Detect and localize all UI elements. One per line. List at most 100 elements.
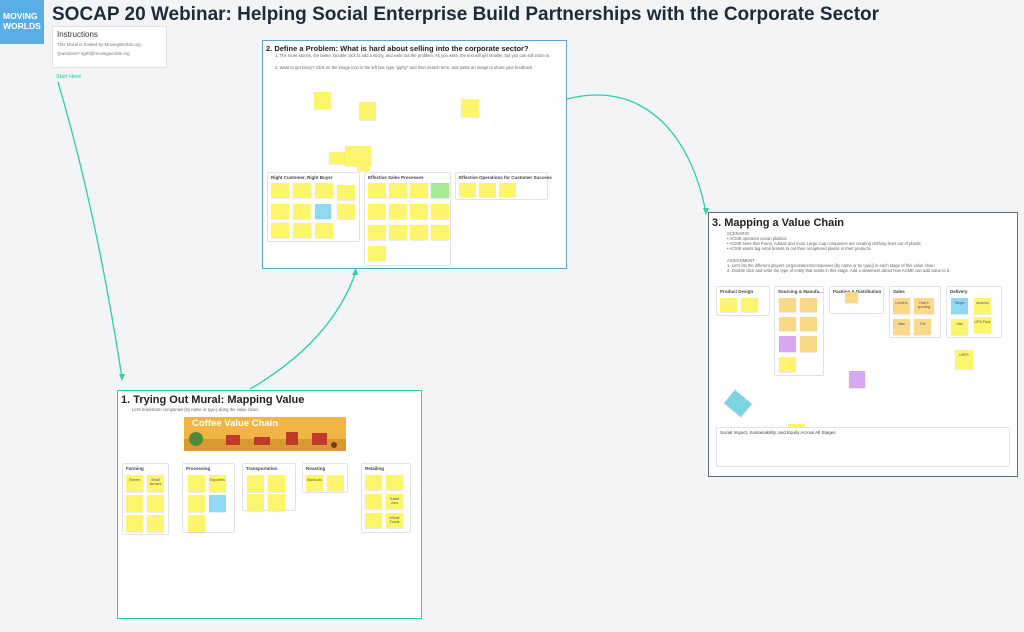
sticky-note[interactable] <box>800 317 817 331</box>
sticky-note[interactable] <box>293 223 311 238</box>
sticky-note[interactable] <box>410 183 428 198</box>
sticky-note[interactable] <box>800 298 817 312</box>
group-right-customer[interactable]: Right Customer, Right Buyer <box>267 172 360 242</box>
sticky-exporters[interactable]: Exporters <box>209 475 226 492</box>
sticky-note[interactable] <box>357 161 369 171</box>
sticky-note[interactable] <box>386 475 403 490</box>
sticky-note[interactable] <box>337 204 355 219</box>
sticky-note[interactable] <box>271 223 289 238</box>
sticky-note[interactable] <box>188 515 205 532</box>
sticky-note[interactable] <box>271 183 289 198</box>
sticky-note[interactable] <box>365 494 382 509</box>
sticky-note[interactable] <box>188 475 205 492</box>
sticky-note[interactable] <box>368 246 386 261</box>
sticky-note[interactable] <box>268 475 285 492</box>
sticky-note[interactable] <box>461 99 479 117</box>
sticky-the[interactable]: The <box>914 319 931 335</box>
sticky-note[interactable] <box>724 389 752 418</box>
sticky-note[interactable] <box>314 92 331 109</box>
group-farming[interactable]: Farming Farmer Small farmers <box>122 463 169 535</box>
sticky-farmer[interactable]: Farmer <box>126 475 143 492</box>
sticky-note[interactable] <box>720 298 737 312</box>
group-product-design[interactable]: Product Design <box>716 286 770 316</box>
sticky-note[interactable] <box>209 495 226 512</box>
sticky-note[interactable] <box>431 204 449 219</box>
sticky-note[interactable] <box>431 225 449 240</box>
group-sourcing-manufacturing[interactable]: Sourcing & Manufa... <box>774 286 824 376</box>
start-here-label[interactable]: Start Here <box>56 74 82 80</box>
coffee-value-chain-banner[interactable] <box>184 417 346 451</box>
sticky-amazon[interactable]: amazon <box>974 298 991 314</box>
sticky-note[interactable] <box>359 102 376 120</box>
sticky-note[interactable] <box>779 336 796 352</box>
sticky-note[interactable] <box>368 183 386 198</box>
group-title: Social Impact, Sustainability, and Equit… <box>720 430 836 435</box>
group-transportation[interactable]: Transportation <box>242 463 296 511</box>
sticky-note[interactable] <box>247 475 264 492</box>
sticky-note[interactable] <box>410 204 428 219</box>
sticky-target[interactable]: Target <box>951 298 968 314</box>
sticky-note[interactable] <box>147 515 164 532</box>
group-delivery[interactable]: Delivery Target amazon Ulta UPS Pack <box>946 286 1002 338</box>
sticky-note[interactable] <box>271 204 289 219</box>
frame-define-problem[interactable]: 2. Define a Problem: What is hard about … <box>262 40 567 269</box>
sticky-note[interactable] <box>368 225 386 240</box>
moving-worlds-logo[interactable]: MOVING WORLDS <box>0 0 44 44</box>
group-sales-processes[interactable]: Effective Sales Processes <box>364 172 451 266</box>
group-sales[interactable]: Sales Lululem Dick's sporting Nike The <box>889 286 941 338</box>
sticky-note[interactable] <box>389 204 407 219</box>
sticky-note[interactable] <box>779 357 796 372</box>
group-social-impact[interactable]: Social Impact, Sustainability, and Equit… <box>716 427 1010 467</box>
instructions-card[interactable]: Instructions This Mural is hosted by Mov… <box>52 26 167 68</box>
sticky-note[interactable] <box>315 183 333 198</box>
sticky-note[interactable] <box>459 183 476 197</box>
sticky-note[interactable] <box>337 185 355 200</box>
group-processing[interactable]: Processing Exporters <box>182 463 235 533</box>
sticky-note[interactable] <box>293 204 311 219</box>
sticky-note[interactable] <box>126 495 143 512</box>
sticky-note[interactable] <box>365 475 382 490</box>
sticky-note[interactable] <box>499 183 516 197</box>
assignment-label: ASSIGNMENT <box>727 258 755 263</box>
sticky-note[interactable] <box>268 494 285 511</box>
sticky-note[interactable] <box>126 515 143 532</box>
sticky-note[interactable] <box>315 204 331 219</box>
sticky-note[interactable] <box>845 292 858 303</box>
sticky-note[interactable] <box>410 225 428 240</box>
sticky-note[interactable] <box>247 494 264 511</box>
sticky-dicks[interactable]: Dick's sporting <box>914 298 934 314</box>
instructions-heading: Instructions <box>57 30 98 39</box>
sticky-note[interactable] <box>389 225 407 240</box>
sticky-note[interactable] <box>315 223 333 238</box>
sticky-ulta[interactable]: Ulta <box>951 319 968 335</box>
group-roasting[interactable]: Roasting Starbucks <box>302 463 348 493</box>
sticky-note[interactable] <box>849 371 865 388</box>
sticky-note[interactable] <box>779 317 796 331</box>
sticky-lululem[interactable]: Lululem <box>893 298 910 314</box>
frame-mapping-value-chain[interactable]: 3. Mapping a Value Chain SCENARIO • ACME… <box>708 212 1018 477</box>
group-packing-distribution[interactable]: Packing & Distribution <box>829 286 884 314</box>
sticky-note[interactable] <box>368 204 386 219</box>
sticky-note[interactable] <box>329 152 349 164</box>
sticky-trader-joes[interactable]: Trader Joes <box>386 494 403 509</box>
sticky-note[interactable] <box>741 298 758 312</box>
sticky-note[interactable] <box>479 183 496 197</box>
sticky-note[interactable] <box>293 183 311 198</box>
sticky-starbucks[interactable]: Starbucks <box>306 475 323 491</box>
sticky-note[interactable] <box>800 336 817 352</box>
sticky-usps[interactable]: USPS <box>955 350 973 369</box>
sticky-note[interactable] <box>188 495 205 512</box>
sticky-small-farmers[interactable]: Small farmers <box>147 475 164 492</box>
sticky-note[interactable] <box>779 298 796 312</box>
group-retailing[interactable]: Retailing Trader Joes Whole Foods <box>361 463 411 533</box>
sticky-note[interactable] <box>365 513 382 528</box>
sticky-whole-foods[interactable]: Whole Foods <box>386 513 403 528</box>
sticky-note[interactable] <box>327 475 344 491</box>
group-effective-operations[interactable]: Effective Operations for Customer Succes… <box>455 172 552 200</box>
frame-trying-out-mural[interactable]: 1. Trying Out Mural: Mapping Value Let's… <box>117 390 422 619</box>
sticky-note[interactable] <box>389 183 407 198</box>
sticky-nike[interactable]: Nike <box>893 319 910 335</box>
sticky-ups-pack[interactable]: UPS Pack <box>974 317 991 333</box>
sticky-note[interactable] <box>147 495 164 512</box>
sticky-note[interactable] <box>431 183 449 198</box>
